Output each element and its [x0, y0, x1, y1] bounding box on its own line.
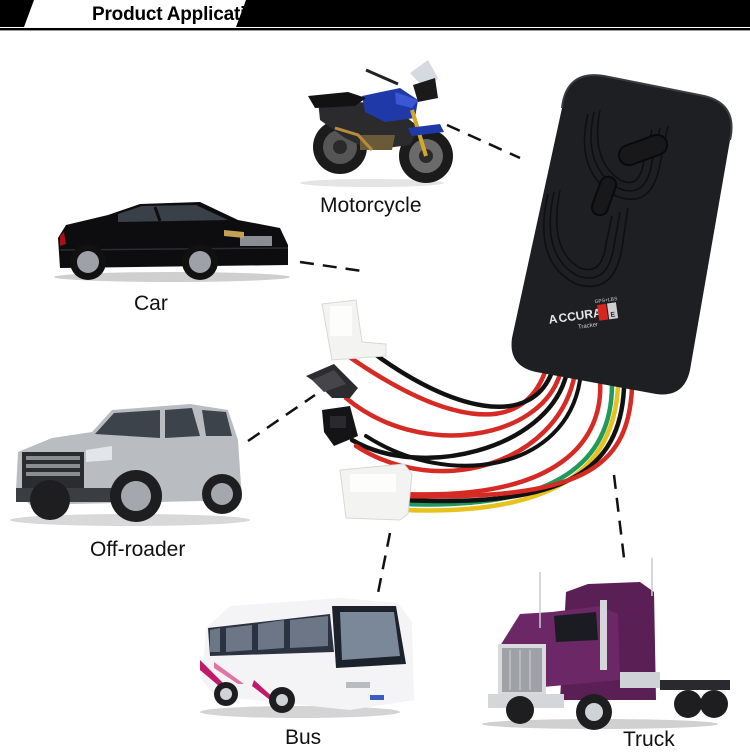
leader-line-motorcycle — [446, 123, 521, 160]
offroader-image — [10, 404, 250, 526]
brand-logo-text: CCURA — [558, 305, 603, 325]
motorcycle-image — [300, 60, 453, 187]
connector-white-top — [321, 299, 387, 361]
bus-image — [200, 598, 414, 718]
header-banner-shape — [0, 0, 750, 31]
label-motorcycle: Motorcycle — [320, 194, 422, 217]
car-image — [54, 202, 290, 282]
page-title: Product Applications — [92, 4, 279, 25]
brand-logo-initial: A — [548, 312, 559, 327]
wire-green — [401, 381, 615, 507]
connector-white-bottom — [339, 463, 413, 521]
brand-logo-suffix: E — [610, 311, 616, 319]
brand-logo-subtext: Tracker — [578, 322, 599, 331]
wire-harness — [343, 349, 635, 513]
label-car: Car — [134, 292, 168, 315]
header-banner: Product Applications — [0, 0, 750, 31]
label-truck: Truck — [623, 728, 675, 751]
wire-red — [401, 377, 603, 497]
wire-red — [345, 353, 548, 417]
leader-line-offroader — [247, 393, 316, 443]
leader-line-car — [299, 260, 363, 273]
wire-red — [401, 385, 635, 499]
leader-line-truck — [612, 474, 626, 559]
connector-black-1 — [306, 364, 358, 398]
wire-black — [364, 378, 582, 468]
leader-line-bus — [376, 532, 392, 594]
wire-black — [349, 373, 569, 461]
label-offroader: Off-roader — [90, 538, 186, 561]
brand-logo: A CCURA E Tracker GPS+LBS — [548, 296, 619, 331]
connector-black-2 — [322, 406, 358, 446]
wire-red — [343, 371, 563, 438]
gps-tracker-device: A CCURA E Tracker GPS+LBS — [511, 74, 733, 395]
leader-lines — [247, 123, 626, 594]
label-bus: Bus — [285, 726, 322, 749]
wire-black — [369, 349, 555, 409]
brand-logo-toptext: GPS+LBS — [594, 296, 618, 305]
truck-image — [482, 558, 730, 730]
